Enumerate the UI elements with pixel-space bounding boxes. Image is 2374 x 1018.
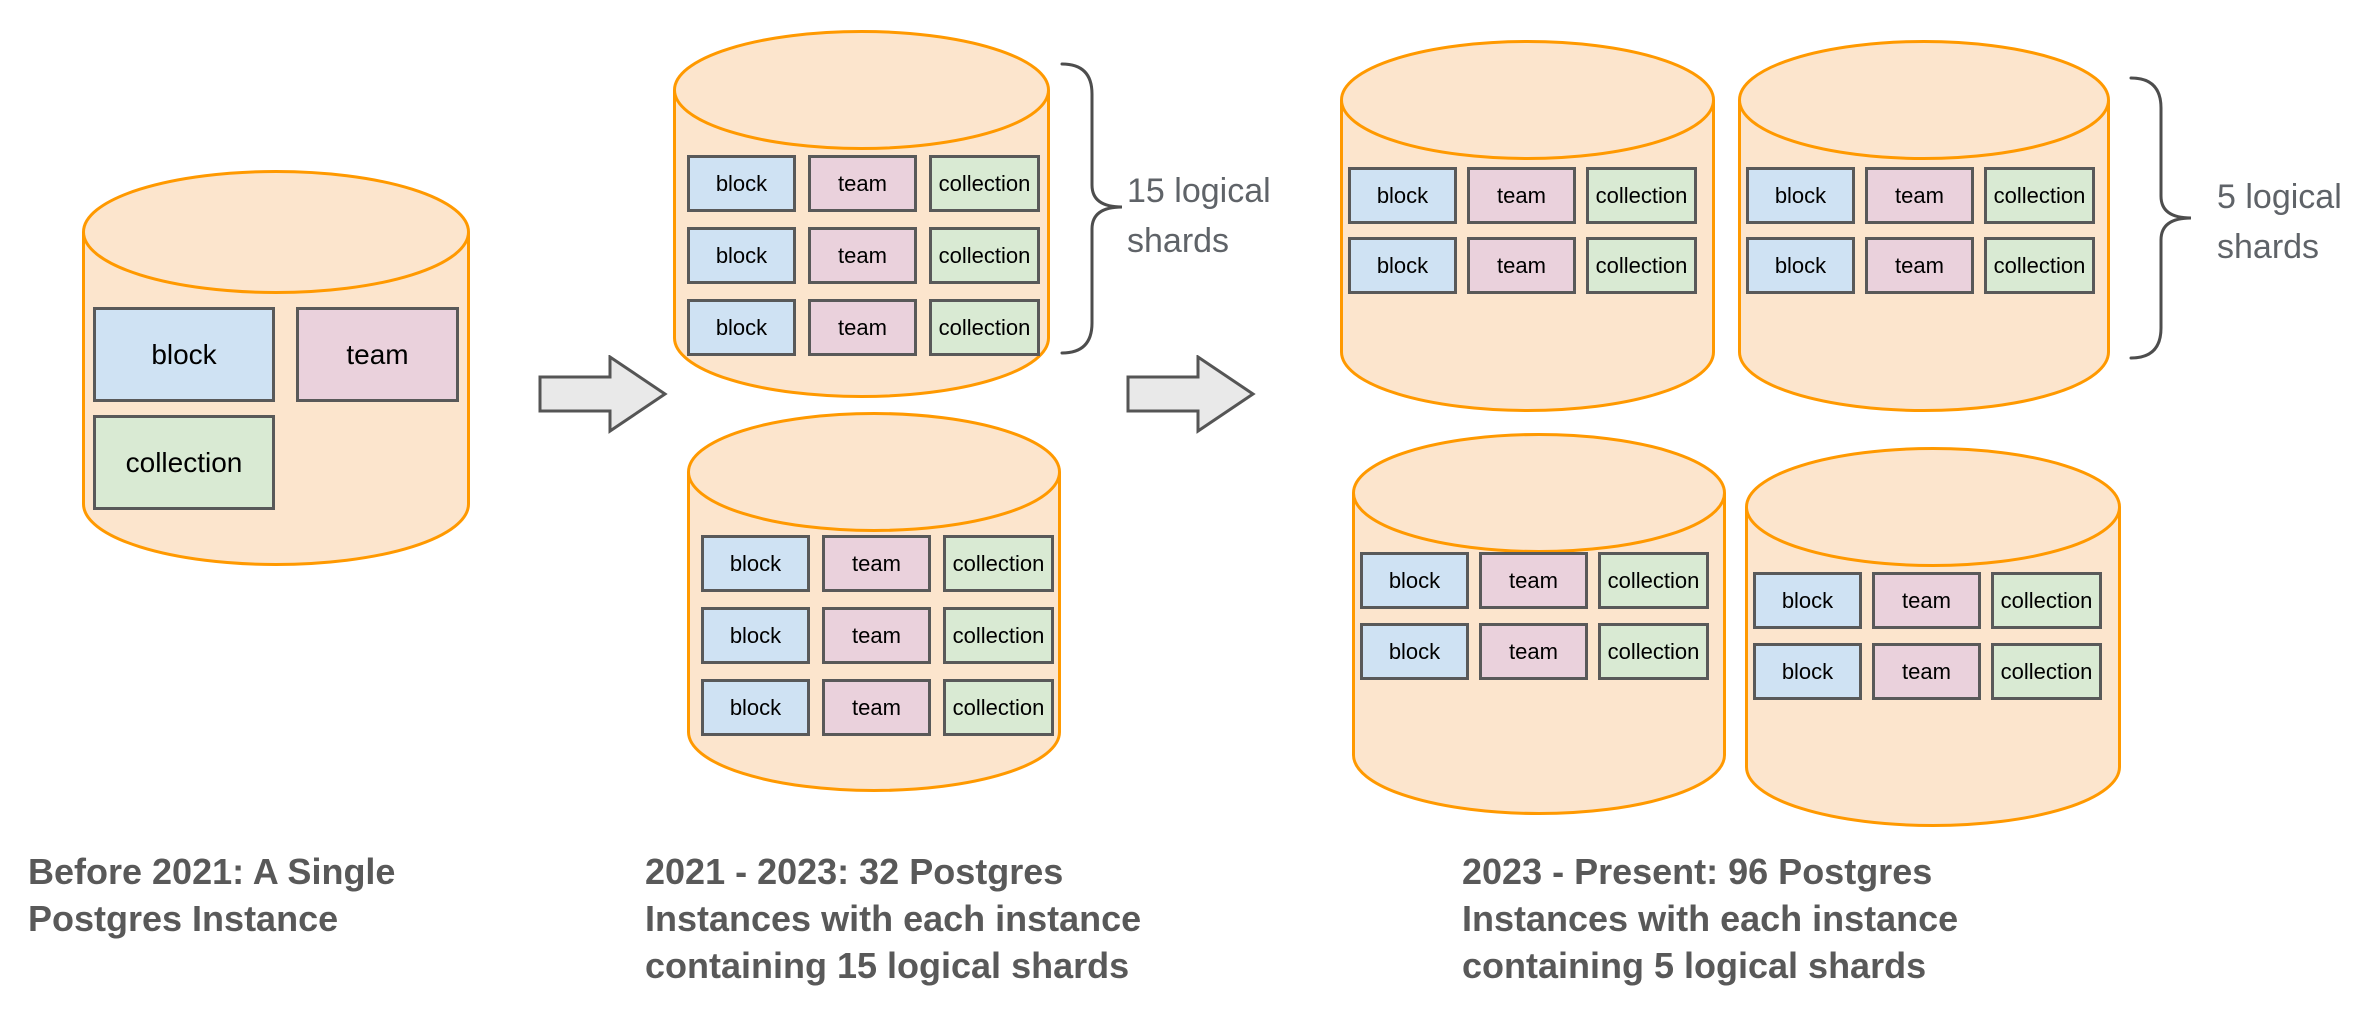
table-collection: collection — [1991, 572, 2102, 629]
table-collection: collection — [1991, 643, 2102, 700]
stage-caption-2023-present: 2023 - Present: 96 Postgres Instances wi… — [1462, 848, 1958, 989]
annotation-line: 15 logical — [1127, 172, 1271, 210]
table-collection: collection — [1598, 623, 1709, 680]
caption-line: containing 15 logical shards — [645, 945, 1130, 986]
table-collection: collection — [1984, 237, 2095, 294]
table-team: team — [1872, 643, 1981, 700]
table-block: block — [687, 155, 796, 212]
table-team: team — [1479, 623, 1588, 680]
table-team: team — [822, 535, 931, 592]
table-team: team — [1865, 237, 1974, 294]
table-team: team — [1865, 167, 1974, 224]
table-block: block — [701, 535, 810, 592]
table-team: team — [822, 679, 931, 736]
logical-shard-row: collection — [93, 415, 459, 510]
table-collection: collection — [1598, 552, 1709, 609]
caption-line: Instances with each instance — [645, 898, 1142, 939]
caption-line: 2021 - 2023: 32 Postgres — [645, 851, 1064, 892]
table-team: team — [808, 299, 917, 356]
table-block: block — [1360, 623, 1469, 680]
caption-line: containing 5 logical shards — [1462, 945, 1927, 986]
caption-line: Before 2021: A Single — [28, 851, 396, 892]
arrow-right-icon — [538, 355, 668, 434]
table-collection: collection — [1984, 167, 2095, 224]
table-block: block — [1753, 572, 1862, 629]
stage-caption-2021-2023: 2021 - 2023: 32 Postgres Instances with … — [645, 848, 1141, 989]
annotation-5-logical-shards: 5 logical shards — [2217, 172, 2342, 272]
table-collection: collection — [93, 415, 275, 510]
table-collection: collection — [943, 535, 1054, 592]
table-block: block — [93, 307, 275, 402]
table-block: block — [687, 299, 796, 356]
annotation-line: shards — [2217, 228, 2320, 266]
table-team: team — [808, 227, 917, 284]
table-block: block — [1746, 167, 1855, 224]
table-collection: collection — [929, 299, 1040, 356]
table-block: block — [1348, 167, 1457, 224]
table-team: team — [1467, 237, 1576, 294]
table-block: block — [1746, 237, 1855, 294]
table-block: block — [1348, 237, 1457, 294]
table-collection: collection — [929, 227, 1040, 284]
caption-line: 2023 - Present: 96 Postgres — [1462, 851, 1933, 892]
brace-15-shards — [1060, 62, 1123, 355]
table-collection: collection — [1586, 237, 1697, 294]
table-block: block — [687, 227, 796, 284]
table-block: block — [1360, 552, 1469, 609]
table-block: block — [701, 679, 810, 736]
table-block: block — [701, 607, 810, 664]
table-block: block — [1753, 643, 1862, 700]
table-team: team — [822, 607, 931, 664]
annotation-line: shards — [1127, 222, 1230, 260]
table-team: team — [296, 307, 459, 402]
table-collection: collection — [943, 679, 1054, 736]
caption-line: Postgres Instance — [28, 898, 339, 939]
table-team: team — [1467, 167, 1576, 224]
brace-5-shards — [2129, 76, 2192, 360]
table-team: team — [1872, 572, 1981, 629]
annotation-15-logical-shards: 15 logical shards — [1127, 166, 1271, 266]
table-collection: collection — [943, 607, 1054, 664]
table-collection: collection — [1586, 167, 1697, 224]
stage-caption-before-2021: Before 2021: A Single Postgres Instance — [28, 848, 395, 942]
table-team: team — [808, 155, 917, 212]
table-collection: collection — [929, 155, 1040, 212]
table-team: team — [1479, 552, 1588, 609]
arrow-right-icon — [1126, 355, 1256, 434]
annotation-line: 5 logical — [2217, 178, 2342, 216]
caption-line: Instances with each instance — [1462, 898, 1959, 939]
